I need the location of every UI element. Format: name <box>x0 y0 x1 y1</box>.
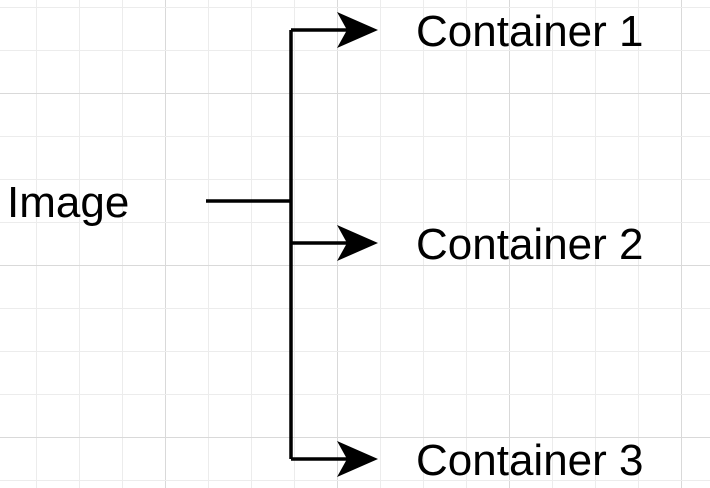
arrowheads <box>337 12 378 477</box>
target-node-label-1: Container 1 <box>416 7 643 56</box>
target-node-label-2: Container 2 <box>416 220 643 269</box>
connectors <box>206 28 350 461</box>
target-node-label-3: Container 3 <box>416 436 643 485</box>
arrowhead-1-icon <box>337 12 378 48</box>
arrowhead-3-icon <box>337 441 378 477</box>
source-node-label: Image <box>7 178 129 227</box>
arrowhead-2-icon <box>337 225 378 261</box>
